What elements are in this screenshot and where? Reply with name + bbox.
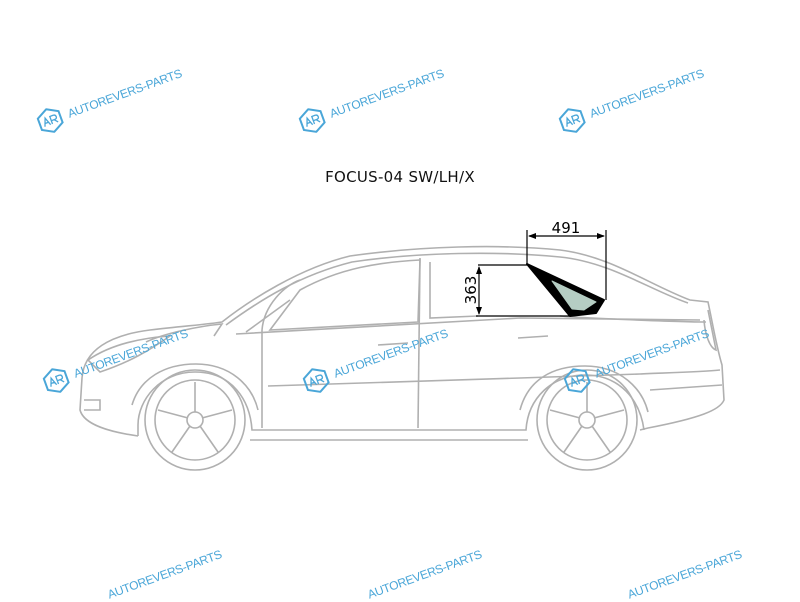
autorevers-logo-icon [298,108,326,133]
height-dimension-label: 363 [462,276,480,305]
wheels [144,369,638,471]
watermark: AUTOREVERS-PARTS [556,61,708,138]
dimension-lines [476,230,607,317]
quarter-glass-pane [551,280,597,311]
autorevers-logo-icon [563,368,591,393]
part-title: FOCUS-04 SW/LH/X [325,168,475,186]
watermark: AUTOREVERS-PARTS [34,61,186,138]
autorevers-logo-icon [42,368,70,393]
autorevers-logo-icon [558,108,586,133]
width-dimension-label: 491 [552,219,581,237]
watermark: AUTOREVERS-PARTS [300,321,452,398]
watermark: AUTOREVERS-PARTS [296,61,448,138]
watermark: AUTOREVERS-PARTS [40,321,192,398]
autorevers-logo-icon [36,108,64,133]
dimension-arrows [476,233,605,315]
watermark: AUTOREVERS-PARTS [561,321,713,398]
autorevers-logo-icon [302,368,330,393]
